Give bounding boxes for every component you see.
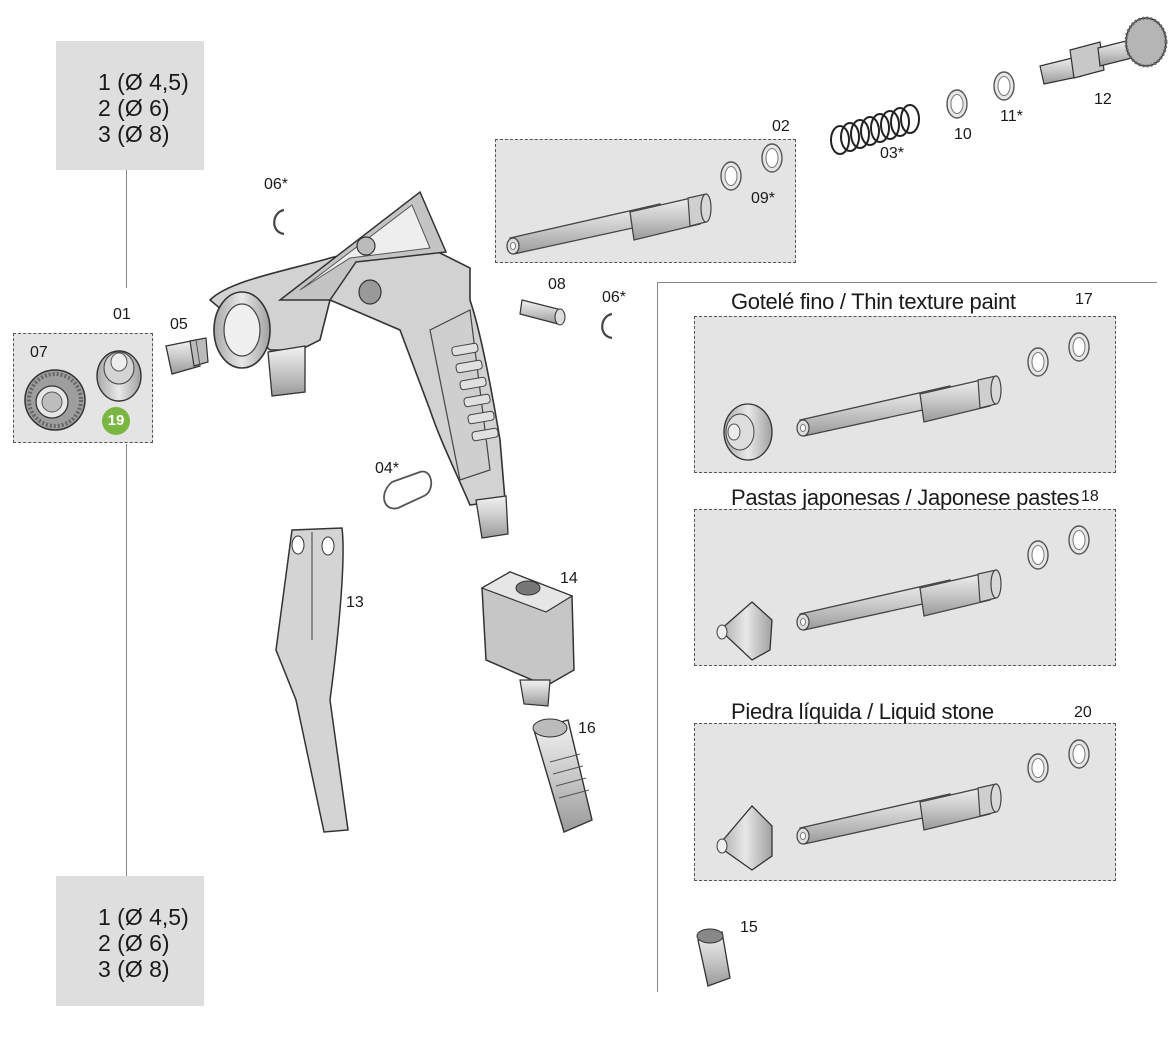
washer-icon xyxy=(761,143,783,173)
label-13: 13 xyxy=(346,594,364,611)
panel-top-rule xyxy=(657,282,1157,283)
variant-20-parts xyxy=(716,739,1090,871)
label-11: 11* xyxy=(1000,108,1023,125)
label-15: 15 xyxy=(740,919,758,936)
washer-icon xyxy=(720,161,742,191)
nozzle-rod-icon xyxy=(796,375,1002,437)
washer-icon xyxy=(993,71,1015,101)
nozzle-tip-icon xyxy=(723,403,773,461)
variant-number-18: 18 xyxy=(1081,488,1099,505)
nozzle-tip-icon xyxy=(96,350,142,402)
panel-left-rule xyxy=(657,282,658,992)
part-19-badge: 19 xyxy=(102,407,130,435)
size-line-3: 3 (Ø 8) xyxy=(98,121,170,147)
nozzle-rod-icon xyxy=(796,569,1002,631)
spring-icon xyxy=(830,104,920,155)
connector-line-bottom xyxy=(126,444,127,876)
nozzle-rod-icon xyxy=(506,193,712,255)
size-line-1: 1 (Ø 4,5) xyxy=(98,69,189,95)
cone-tip-icon xyxy=(717,805,773,871)
label-12: 12 xyxy=(1094,91,1112,108)
label-16: 16 xyxy=(578,720,596,737)
size-line-2: 2 (Ø 6) xyxy=(98,95,170,121)
size-line-1: 1 (Ø 4,5) xyxy=(98,904,189,930)
size-line-2: 2 (Ø 6) xyxy=(98,930,170,956)
variant-title-liquid-stone: Piedra líquida / Liquid stone xyxy=(731,699,994,724)
variant-18-parts xyxy=(716,525,1090,661)
label-01: 01 xyxy=(113,306,131,323)
washer-icon xyxy=(1068,739,1090,769)
label-06a: 06* xyxy=(264,176,289,193)
adapter-icon xyxy=(480,571,575,707)
washer-icon xyxy=(1068,525,1090,555)
nozzle-rod-icon xyxy=(796,783,1002,845)
plug-icon xyxy=(165,337,209,375)
cone-tip-icon xyxy=(719,601,773,661)
adjusting-screw-icon xyxy=(1039,16,1168,85)
pin-icon xyxy=(519,299,566,326)
label-06b: 06* xyxy=(602,289,627,306)
size-box-top: 1 (Ø 4,5) 2 (Ø 6) 3 (Ø 8) xyxy=(56,41,204,170)
label-04: 04* xyxy=(375,460,400,477)
variant-number-17: 17 xyxy=(1075,291,1093,308)
label-10: 10 xyxy=(954,126,972,143)
label-02: 02 xyxy=(772,118,790,135)
label-14: 14 xyxy=(560,570,578,587)
connector-line-top xyxy=(126,170,127,288)
knurled-nut-icon xyxy=(24,369,86,431)
variant-title-thin-texture: Gotelé fino / Thin texture paint xyxy=(731,289,1016,314)
variant-17-parts xyxy=(723,332,1090,461)
washer-icon xyxy=(1027,540,1049,570)
variant-number-20: 20 xyxy=(1074,704,1092,721)
label-09: 09* xyxy=(751,190,776,207)
label-03: 03* xyxy=(880,145,905,162)
wire-clip-icon xyxy=(383,470,433,510)
label-08: 08 xyxy=(548,276,566,293)
spray-gun-body-icon xyxy=(208,190,509,539)
washer-icon xyxy=(946,89,968,119)
label-05: 05 xyxy=(170,316,188,333)
size-line-3: 3 (Ø 8) xyxy=(98,956,170,982)
washer-icon xyxy=(1027,347,1049,377)
washer-icon xyxy=(1027,753,1049,783)
fitting-icon xyxy=(696,928,731,987)
lever-icon xyxy=(275,527,349,833)
variant-title-japanese-pastes: Pastas japonesas / Japonese pastes xyxy=(731,485,1080,510)
clip-icon xyxy=(273,208,285,236)
label-07: 07 xyxy=(30,344,48,361)
clip-icon xyxy=(601,312,613,340)
size-box-bottom: 1 (Ø 4,5) 2 (Ø 6) 3 (Ø 8) xyxy=(56,876,204,1006)
filter-icon xyxy=(532,718,593,833)
washer-icon xyxy=(1068,332,1090,362)
